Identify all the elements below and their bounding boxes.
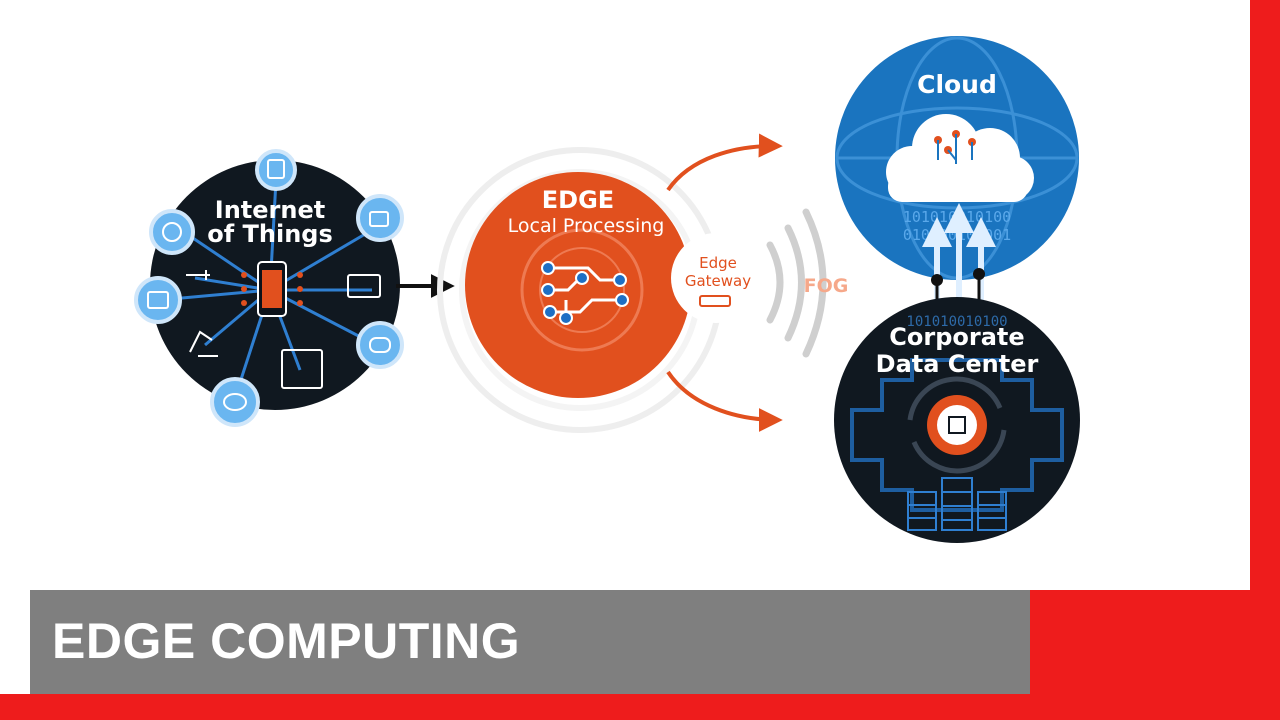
edge-inner-ring-2 <box>539 247 625 333</box>
connector-node-1 <box>931 274 943 286</box>
media-icon <box>281 349 323 389</box>
gear-outline <box>850 358 1064 512</box>
iot-nodes <box>134 149 404 427</box>
edge-gateway-group: Edge Gateway <box>671 233 761 323</box>
fog-label: FOG <box>804 275 849 297</box>
cpu-gear-inner <box>937 405 977 445</box>
printer-icon <box>347 274 381 298</box>
lock-icon <box>356 194 404 242</box>
title-bar <box>30 590 1030 694</box>
server-racks-icon <box>907 477 1007 531</box>
edge-inner-ring <box>520 228 644 352</box>
smart-speaker-icon <box>356 321 404 369</box>
robot-arm-icon <box>255 149 297 191</box>
cycle-arrow-top <box>907 376 1003 421</box>
datacenter-label-line1: Corporate <box>889 323 1024 351</box>
appliance-icon <box>134 276 182 324</box>
gateway-label-line2: Gateway <box>685 272 751 290</box>
iot-group: Internet of Things <box>134 149 404 427</box>
edge-gateway-bubble <box>671 233 761 323</box>
edge-title: EDGE <box>542 186 614 214</box>
connector-node-2 <box>973 268 985 280</box>
edge-to-datacenter-arrow <box>666 370 783 432</box>
iot-label-line1: Internet <box>215 196 325 224</box>
iot-glyphs <box>147 159 391 411</box>
key-icon <box>186 270 210 280</box>
chat-icon <box>210 377 260 427</box>
robot-icon <box>189 330 218 357</box>
smartphone-screen <box>262 270 282 308</box>
edge-to-cloud-arrow <box>666 133 783 192</box>
circuit-nodes <box>541 261 629 325</box>
edge-circle <box>465 172 691 398</box>
fog-waves <box>766 208 827 358</box>
datacenter-label-line2: Data Center <box>876 350 1039 378</box>
steering-wheel-icon <box>149 209 195 255</box>
cpu-chip-icon <box>948 416 966 434</box>
edge-subtitle: Local Processing <box>508 215 665 237</box>
router-icon <box>699 295 731 307</box>
binary-bottom-line1: 101010010100 <box>906 314 1007 330</box>
cloud-circuit-lines <box>937 134 973 164</box>
phone-pins <box>241 272 303 306</box>
cycle-arrow-bottom <box>911 429 1007 474</box>
datacenter-group: Corporate Data Center 101010010100 <box>834 297 1080 543</box>
cloud-title: Cloud <box>917 70 997 99</box>
gateway-label-line1: Edge <box>699 254 737 272</box>
edge-computing-diagram: Internet of Things EDGE Local Processing… <box>134 36 1080 543</box>
red-frame-strip <box>0 694 1280 720</box>
iot-label-line2: of Things <box>207 220 333 248</box>
slide-title: EDGE COMPUTING <box>52 613 521 669</box>
